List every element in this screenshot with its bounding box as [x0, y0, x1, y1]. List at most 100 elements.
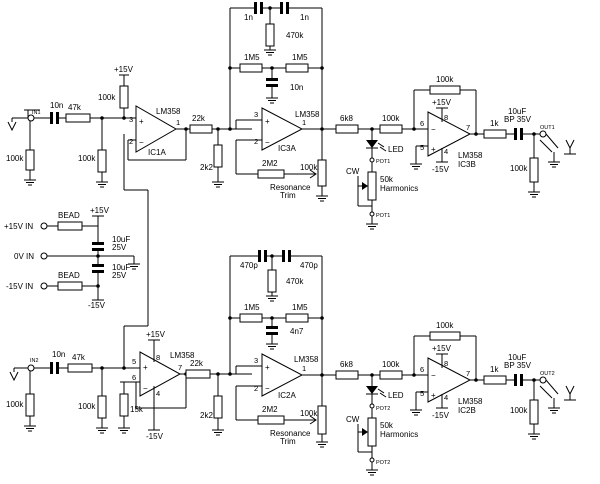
output-jack-out2[interactable] — [539, 376, 547, 384]
pot-harmonics-top[interactable] — [367, 171, 377, 201]
bead1-label: BEAD — [58, 211, 80, 220]
r-6k8-bottom-label: 6k8 — [340, 360, 353, 369]
r-47k-bottom-label: 47k — [72, 353, 86, 362]
svg-text:+: + — [265, 363, 270, 372]
resistor-6k8-bottom — [335, 370, 359, 380]
pot-harmonics-bottom[interactable] — [367, 417, 377, 447]
r-15k-label: 15k — [130, 405, 144, 414]
r-2m2-bottom-label: 2M2 — [262, 405, 278, 414]
ic3b-pin8: 8 — [444, 113, 448, 122]
power-supply: +15V IN BEAD +15V 10uF 25V 0V IN 10uF 25… — [4, 206, 141, 310]
ic2b-vminus: -15V — [432, 411, 450, 420]
r-470k-bottom-label: 470k — [286, 277, 304, 286]
resistor-1m5-b-top — [285, 63, 309, 73]
pot1-a-label: POT1 — [376, 159, 390, 165]
ic1a-ref: IC1A — [148, 148, 166, 157]
resistor-100k-bottom-gnd — [97, 395, 107, 419]
ic3a-name: LM358 — [295, 110, 320, 119]
cw-top-label: CW — [346, 167, 360, 176]
resistor-1k-out-bottom — [483, 375, 507, 385]
ic2b-ref: IC2B — [458, 406, 476, 415]
out1-label: OUT1 — [540, 125, 555, 131]
input-signal-icon-bottom — [9, 371, 19, 381]
resonance-trim-top: Resonance — [270, 183, 311, 192]
pot-resonance-trim-top[interactable] — [317, 159, 327, 187]
svg-text:−: − — [143, 384, 148, 393]
cap-10uf-out-bottom — [514, 374, 517, 386]
trim-bottom: Trim — [280, 437, 296, 446]
cap-4n7-label: 4n7 — [290, 327, 304, 336]
top-channel: IN1 100k 10n 47k 100k +15V 100k + − 3 2 … — [6, 2, 576, 327]
psu-minus15-in: -15V IN — [6, 282, 33, 291]
led-top-label: LED — [388, 145, 404, 154]
r-fb-bottom-label: 100k — [436, 321, 454, 330]
ic3b-name: LM358 — [458, 151, 483, 160]
ic2b-pin6: 6 — [420, 365, 424, 374]
r-100k-top-gnd-label: 100k — [78, 154, 96, 163]
input-signal-icon — [7, 121, 17, 131]
output-jack-out1[interactable] — [539, 130, 547, 138]
ic2a-pin3: 3 — [254, 356, 258, 365]
psu-c2v-label: 25V — [112, 271, 127, 280]
r-1m5-a-bottom-label: 1M5 — [244, 303, 260, 312]
out2-label: OUT2 — [540, 371, 555, 377]
ic3b-vplus: +15V — [432, 98, 452, 107]
ic3b-pin7: 7 — [466, 123, 470, 132]
ic1b-vminus: -15V — [146, 432, 164, 441]
ic2b-vplus: +15V — [432, 344, 452, 353]
psu-c2-label: 10uF — [112, 263, 130, 272]
resistor-470k-top — [265, 23, 275, 47]
ic2a-pin2: 2 — [254, 384, 258, 393]
svg-text:−: − — [265, 138, 270, 147]
ic1a-pin2: 2 — [129, 137, 133, 146]
psu-plus15-terminal[interactable] — [40, 222, 48, 230]
ic3b-ref: IC3B — [458, 160, 476, 169]
ic2b-name: LM358 — [458, 397, 483, 406]
input-jack-in2[interactable] — [27, 364, 35, 372]
pot-harm-top-value: 50k — [380, 175, 394, 184]
resistor-in2-gnd — [25, 393, 35, 417]
cap-470p-a-label: 470p — [240, 261, 258, 270]
pot2-a-label: POT2 — [376, 406, 390, 412]
ic2a-name: LM358 — [294, 355, 319, 364]
cap-1n-b — [280, 2, 283, 14]
r-470k-top-label: 470k — [286, 31, 304, 40]
cap-10n-in2 — [50, 362, 53, 374]
r-1m5-b-top-label: 1M5 — [292, 53, 308, 62]
c-out-top-label: 10uF — [508, 107, 526, 116]
r-47k-top-label: 47k — [68, 103, 82, 112]
cap-10n-top — [266, 78, 278, 81]
resistor-47k-bottom — [67, 363, 93, 373]
ic1b-pin5: 5 — [132, 357, 136, 366]
resistor-100k-fb-bottom — [429, 331, 461, 341]
pot1-b-label: POT1 — [376, 213, 390, 219]
cap-10uf-psu-a — [92, 242, 104, 245]
led-top — [366, 140, 378, 148]
r-fb-top-label: 100k — [436, 75, 454, 84]
bead-bottom — [57, 281, 83, 291]
cap-1n-a-label: 1n — [244, 13, 253, 22]
pot-harm-bottom-value: 50k — [380, 421, 394, 430]
resonance-trim-bottom: Resonance — [270, 429, 311, 438]
r-out-top-label: 1k — [490, 119, 499, 128]
svg-text:+: + — [431, 391, 436, 400]
ic3b-pin6: 6 — [420, 119, 424, 128]
trim-top: Trim — [280, 191, 296, 200]
r-1m5-b-bottom-label: 1M5 — [292, 303, 308, 312]
psu-c1v-label: 25V — [112, 243, 127, 252]
psu-minus15-terminal[interactable] — [40, 282, 48, 290]
psu-zero-terminal[interactable] — [40, 252, 48, 260]
plus15-top: +15V — [114, 65, 134, 74]
cap-10uf-psu-b — [92, 264, 104, 267]
ic2a-ref: IC2A — [278, 391, 296, 400]
led-bottom-label: LED — [388, 391, 404, 400]
pot-resonance-trim-bottom[interactable] — [317, 405, 327, 435]
ic2b-pin7: 7 — [466, 369, 470, 378]
psu-minus15-rail: -15V — [88, 301, 106, 310]
led-bottom — [366, 386, 378, 394]
opamp-ic2a — [261, 353, 304, 397]
ic2b-pin5: 5 — [420, 389, 424, 398]
ic1a-pin1: 1 — [176, 118, 180, 127]
opamp-ic3a — [261, 107, 304, 151]
harmonics-top-label: Harmonics — [380, 184, 418, 193]
